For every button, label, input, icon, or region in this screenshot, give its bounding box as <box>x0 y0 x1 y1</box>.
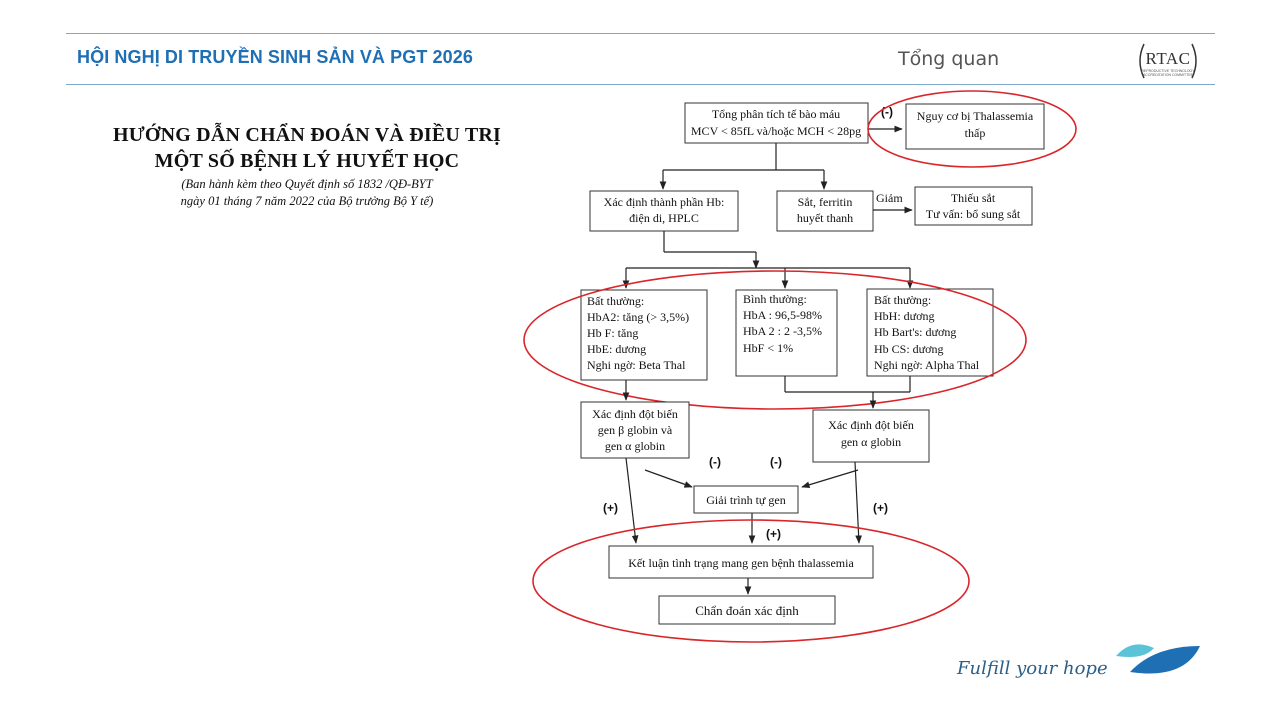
low-risk-box <box>905 103 1045 150</box>
normal-line4: HbF < 1% <box>743 341 793 355</box>
alpha-mutation-line1: Xác định đột biến <box>828 418 914 432</box>
footer-slogan: Fulfill your hope <box>957 658 1108 679</box>
arrow-beta-to-sequencing <box>644 469 693 488</box>
pos-label-left: (+) <box>603 501 618 515</box>
abnormal-beta-line1: Bất thường: <box>587 294 644 308</box>
logo-brackets <box>1139 43 1197 79</box>
pos-label-right: (+) <box>873 501 888 515</box>
alpha-mutation-box <box>812 409 930 463</box>
iron-test-line2: huyết thanh <box>797 211 853 225</box>
cbc-box <box>684 102 869 144</box>
conference-title: HỘI NGHỊ DI TRUYỀN SINH SẢN VÀ PGT 2026 <box>77 47 473 67</box>
arrow-alpha-to-sequencing <box>801 469 859 489</box>
logo-text: RTAC <box>1145 49 1191 68</box>
conclusion-label: Kết luận tình trạng mang gen bệnh thalas… <box>628 556 854 570</box>
abnormal-beta-box <box>580 289 708 381</box>
diagnosis-box <box>658 595 836 625</box>
guideline-title-line2: MỘT SỐ BỆNH LÝ HUYẾT HỌC <box>154 150 460 172</box>
header-bottom-rule <box>66 84 1215 85</box>
abnormal-alpha-line5: Nghi ngờ: Alpha Thal <box>874 358 980 372</box>
iron-test-line1: Sắt, ferritin <box>798 195 853 209</box>
arrow-alpha-to-conclusion <box>854 461 862 544</box>
beta-alpha-mutation-line3: gen α globin <box>605 439 665 453</box>
rtac-logo: RTAC REPRODUCTIVE TECHNOLOGY ACCREDITATI… <box>1136 42 1200 80</box>
brand-leaf-icon <box>1116 644 1200 674</box>
normal-line1: Bình thường: <box>743 292 807 306</box>
conclusion-box <box>608 545 874 579</box>
abnormal-alpha-line4: Hb CS: dương <box>874 342 944 356</box>
highlight-oval-conclusion <box>532 519 970 643</box>
normal-line2: HbA : 96,5-98% <box>743 308 822 322</box>
guideline-decree-line1: (Ban hành kèm theo Quyết định số 1832 /Q… <box>181 177 433 191</box>
alpha-mutation-line2: gen α globin <box>841 435 901 449</box>
neg-label-2: (-) <box>709 455 721 469</box>
abnormal-beta-line3: Hb F: tăng <box>587 326 638 340</box>
iron-def-box <box>914 186 1033 226</box>
guideline-title-line1: HƯỚNG DẪN CHẨN ĐOÁN VÀ ĐIỀU TRỊ <box>112 124 502 146</box>
abnormal-beta-line4: HbE: dương <box>587 342 646 356</box>
beta-alpha-mutation-line1: Xác định đột biến <box>592 407 678 421</box>
low-risk-line2: thấp <box>965 126 986 140</box>
hb-test-line2: điện di, HPLC <box>629 211 699 225</box>
cbc-line1: Tổng phân tích tế bào máu <box>712 107 840 121</box>
abnormal-alpha-box <box>866 288 994 377</box>
normal-box <box>735 289 838 377</box>
beta-alpha-mutation-box <box>580 401 690 459</box>
abnormal-alpha-line1: Bất thường: <box>874 293 931 307</box>
hb-test-box <box>589 190 739 232</box>
iron-def-line2: Tư vấn: bổ sung sắt <box>926 207 1021 221</box>
header-top-rule <box>66 33 1215 34</box>
abnormal-alpha-line3: Hb Bart's: dương <box>874 325 956 339</box>
sequencing-box <box>693 485 799 514</box>
cbc-line2: MCV < 85fL và/hoặc MCH < 28pg <box>691 124 861 138</box>
neg-label-3: (-) <box>770 455 782 469</box>
normal-line3: HbA 2 : 2 -3,5% <box>743 324 822 338</box>
low-risk-line1: Nguy cơ bị Thalassemia <box>917 109 1034 123</box>
decrease-label: Giảm <box>876 191 903 205</box>
iron-test-box <box>776 190 874 232</box>
diagnosis-label: Chẩn đoán xác định <box>695 603 799 618</box>
pos-label-mid: (+) <box>766 527 781 541</box>
beta-alpha-mutation-line2: gen β globin và <box>598 423 673 437</box>
guideline-heading: HƯỚNG DẪN CHẨN ĐOÁN VÀ ĐIỀU TRỊ MỘT SỐ B… <box>102 122 512 210</box>
abnormal-beta-line5: Nghi ngờ: Beta Thal <box>587 358 686 372</box>
section-title: Tổng quan <box>898 48 1000 70</box>
logo-subtext: REPRODUCTIVE TECHNOLOGY ACCREDITATION CO… <box>1141 69 1195 77</box>
highlight-oval-low-risk <box>867 90 1077 168</box>
sequencing-label: Giải trình tự gen <box>706 493 786 507</box>
guideline-decree-line2: ngày 01 tháng 7 năm 2022 của Bộ trưởng B… <box>180 194 434 208</box>
hb-test-line1: Xác định thành phần Hb: <box>604 195 725 209</box>
iron-def-line1: Thiếu sắt <box>951 191 996 205</box>
highlight-oval-hb-results <box>523 270 1027 410</box>
abnormal-beta-line2: HbA2: tăng (> 3,5%) <box>587 310 689 324</box>
abnormal-alpha-line2: HbH: dương <box>874 309 935 323</box>
